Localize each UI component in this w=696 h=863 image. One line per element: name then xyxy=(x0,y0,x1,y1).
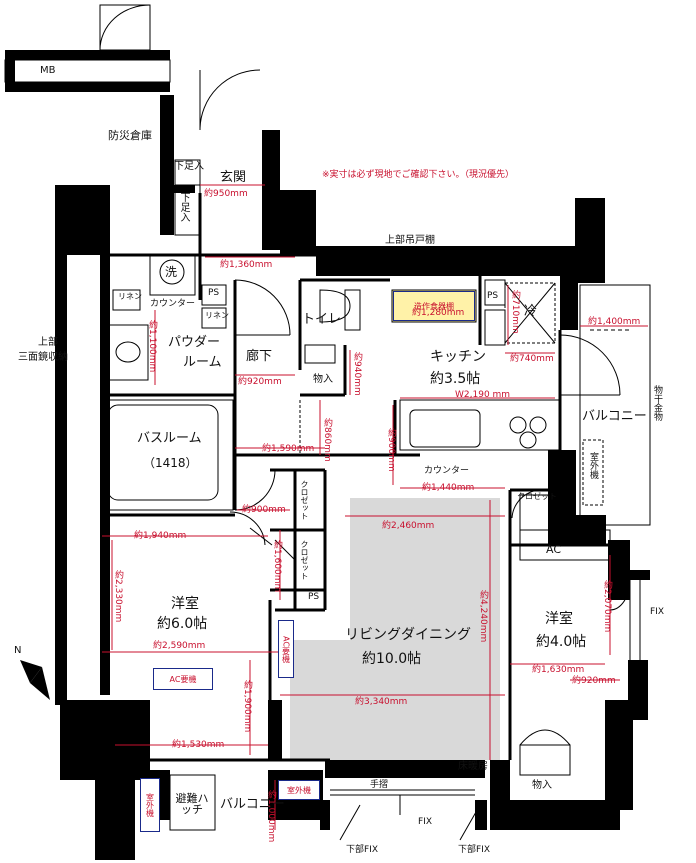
living-dining-size: 約10.0帖 xyxy=(362,651,422,667)
powder-room-label: パウダー xyxy=(168,335,221,350)
ps-label-1: PS xyxy=(208,288,220,298)
balcony-right-label: バルコニー xyxy=(582,409,647,424)
upper-shelf-label: 上部吊戸棚 xyxy=(385,235,435,246)
dryer-label: 物干金物 xyxy=(652,385,662,421)
bedroom2-label: 洋室 xyxy=(545,611,573,627)
dim-2330: 約2,330mm xyxy=(113,570,123,623)
kitchen-size: 約3.5帖 xyxy=(430,371,481,387)
fix-window-bottom-label: FIX xyxy=(418,817,432,827)
closet-kitchen-label: クロゼット xyxy=(517,492,557,501)
notice-text: ※実寸は必ず現地でご確認下さい。（現況優先） xyxy=(322,170,515,180)
dim-3340: 約3,340mm xyxy=(355,697,408,707)
ps-label-3: PS xyxy=(308,592,320,602)
dim-940: 約940mm xyxy=(352,352,362,396)
floor-heating-label: 床暖房 xyxy=(458,761,488,772)
linen-label-1: リネン xyxy=(118,292,142,301)
dim-powder-1100: 約1,100mm xyxy=(147,320,157,373)
dim-860: 約860mm xyxy=(322,418,332,462)
interior-walls xyxy=(110,193,610,762)
dim-4240: 約4,240mm xyxy=(478,590,488,643)
dim-2070: 約2,070mm xyxy=(602,580,612,633)
balcony-bottom-label: バルコニー xyxy=(220,797,285,812)
dim-2590: 約2,590mm xyxy=(153,641,206,651)
ac-label: AC xyxy=(546,543,562,556)
dim-920-bed2: 約920mm xyxy=(572,676,616,686)
north-arrow-icon xyxy=(20,660,50,700)
entrance-label: 玄関 xyxy=(220,170,247,185)
escape-hatch-label: 避難ハッチ xyxy=(175,792,209,816)
dim-1940: 約1,940mm xyxy=(134,531,187,541)
lower-fix-left-label: 下部FIX xyxy=(346,845,378,855)
lower-fix-right-label: 下部FIX xyxy=(458,845,490,855)
kitchen-label: キッチン xyxy=(430,349,486,365)
dim-kitchen-740: 約740mm xyxy=(510,354,554,364)
dim-1590: 約1,590mm xyxy=(262,444,315,454)
dim-1000: 約1,000mm xyxy=(266,790,276,843)
storage-label: 防災倉庫 xyxy=(108,129,152,142)
closet-b-label: クロゼット xyxy=(300,540,309,580)
storage-br-label: 物入 xyxy=(532,780,552,791)
shoe-box-label: 下足入 xyxy=(174,161,204,172)
dim-kitchen-1400: 約1,400mm xyxy=(588,317,641,327)
dim-kitchen-900: 約900mm xyxy=(386,428,396,472)
dim-2460: 約2,460mm xyxy=(382,521,435,531)
dim-kitchen-710: 約710mm xyxy=(510,290,520,334)
dimension-lines xyxy=(102,184,648,830)
toilet-label: トイレ xyxy=(302,312,342,327)
dim-entrance: 約950mm xyxy=(204,189,248,199)
bedroom1-size: 約6.0帖 xyxy=(157,616,208,632)
ac-sleeve-bed1-box: AC要機 xyxy=(153,668,213,690)
dim-1440: 約1,440mm xyxy=(422,483,475,493)
dim-hall-920: 約920mm xyxy=(238,377,282,387)
outdoor-unit-label: 室外機 xyxy=(588,452,598,479)
dishwasher-box: 造作食器棚 xyxy=(393,291,475,321)
walls xyxy=(5,50,650,860)
closet-a-label: クロゼット xyxy=(300,480,309,520)
upper-mirror-label: 上部 xyxy=(38,337,58,348)
bathroom-label: バスルーム xyxy=(137,431,202,446)
hallway-label: 廊下 xyxy=(246,349,273,364)
dim-1530: 約1,530mm xyxy=(172,740,225,750)
mb-label: MB xyxy=(40,65,56,76)
bedroom2-size: 約4.0帖 xyxy=(536,634,587,650)
bathroom-size: （1418） xyxy=(143,456,198,470)
dim-1630: 約1,630mm xyxy=(532,665,585,675)
north-label: N xyxy=(14,645,22,656)
upper-mirror-label-2: 三面鏡収納 xyxy=(18,352,68,363)
linen-label-2: リネン xyxy=(205,311,229,320)
dim-closet-900: 約900mm xyxy=(242,505,286,515)
dim-1600: 約1,600mm xyxy=(272,540,282,593)
outdoor-unit-left-box: 室外機 xyxy=(140,778,160,832)
dim-kitchen-1280: 約1,280mm xyxy=(412,308,465,318)
shoe-box-label-2: 下足入 xyxy=(178,192,189,222)
powder-room-label-2: ルーム xyxy=(183,355,222,370)
ps-label-2: PS xyxy=(487,291,499,301)
ac-sleeve-living-box: AC要機 xyxy=(278,620,294,678)
counter-wash-label: カウンター xyxy=(150,299,196,309)
dim-1900: 約1,900mm xyxy=(242,680,252,733)
dim-hall-top: 約1,360mm xyxy=(220,260,273,270)
outdoor-unit-right-box: 室外機 xyxy=(278,780,320,800)
living-dining-label: リビングダイニング xyxy=(345,627,471,643)
fix-window-right-label: FIX xyxy=(650,607,664,617)
dim-2190: W2,190 mm xyxy=(455,390,511,400)
kitchen-counter-label: カウンター xyxy=(424,466,470,476)
wash-label: 洗 xyxy=(165,265,178,279)
fridge-label: 冷 xyxy=(524,304,538,319)
handrail-label: 手摺 xyxy=(370,780,389,790)
storage-closet-label: 物入 xyxy=(313,374,333,385)
bedroom1-label: 洋室 xyxy=(171,596,199,612)
